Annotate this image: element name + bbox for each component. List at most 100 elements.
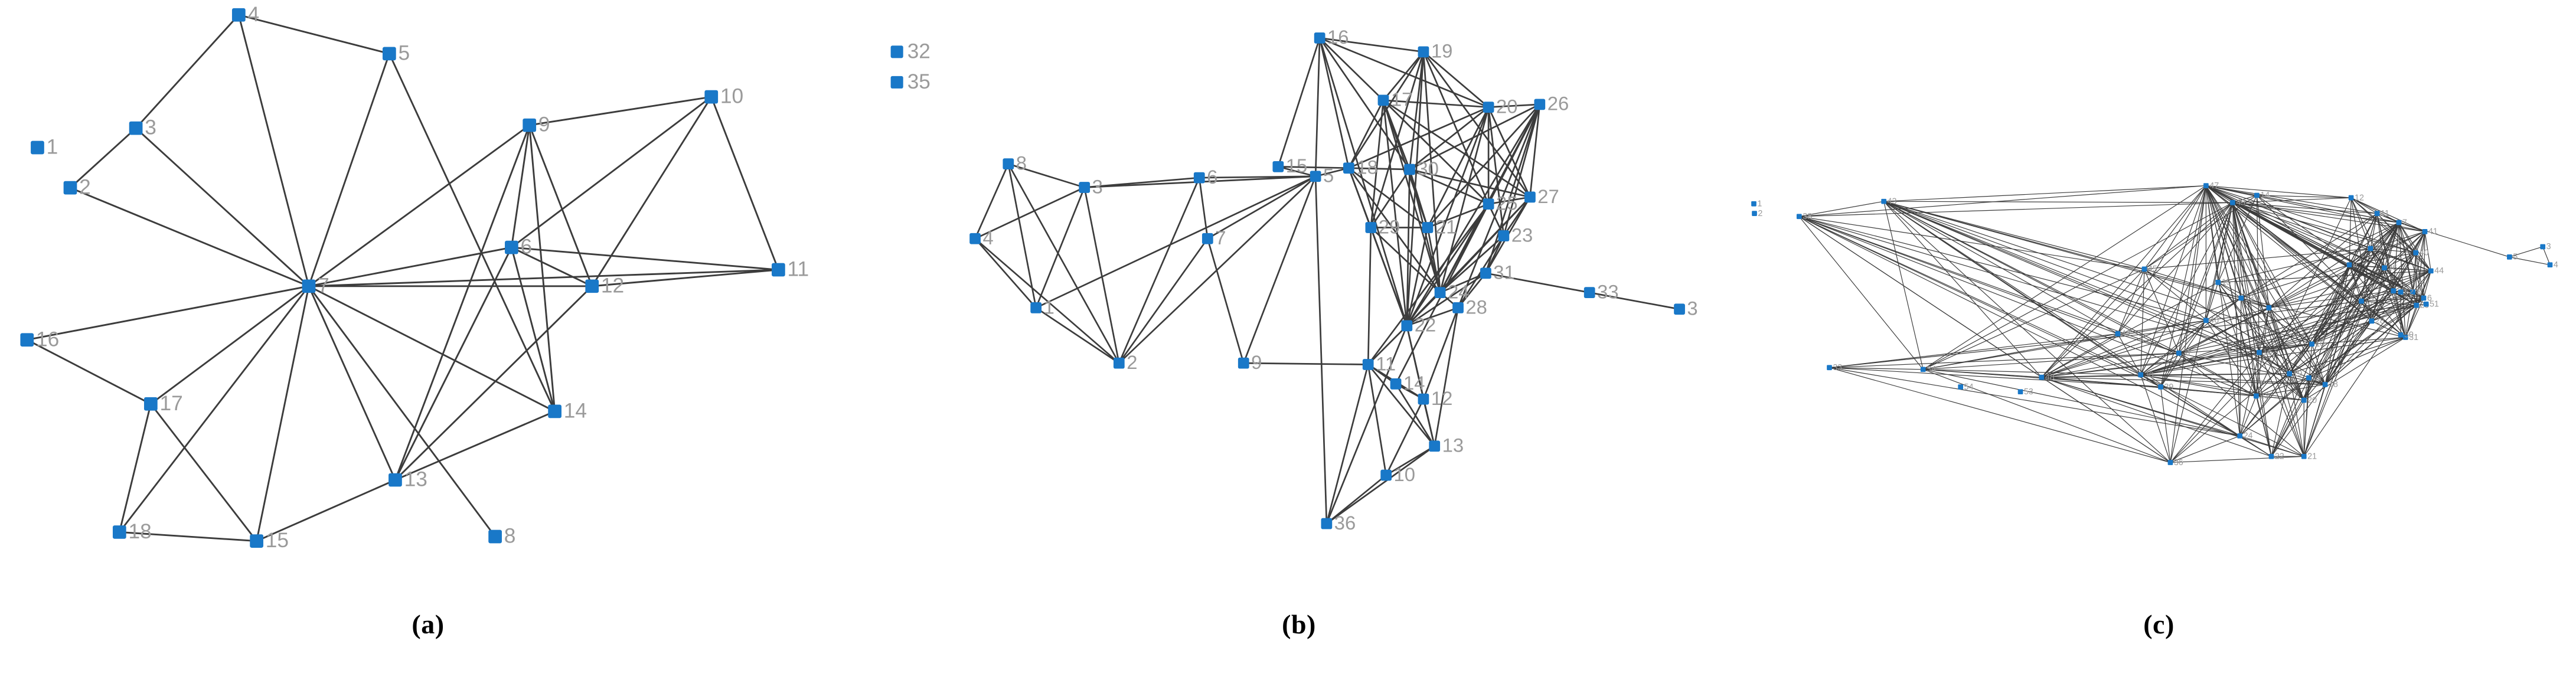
graph-node[interactable]: 36: [1321, 512, 1356, 534]
graph-node[interactable]: 4: [231, 3, 259, 26]
graph-node[interactable]: 9: [2346, 260, 2358, 270]
graph-node[interactable]: 31: [1480, 261, 1515, 283]
graph-node[interactable]: 9: [523, 113, 550, 136]
graph-node[interactable]: 23: [2253, 391, 2269, 401]
graph-node[interactable]: 26: [1534, 93, 1569, 115]
graph-node[interactable]: 20: [1483, 95, 1518, 117]
graph-node[interactable]: 6: [505, 236, 532, 259]
graph-node[interactable]: 53: [2017, 387, 2033, 397]
graph-node[interactable]: 26: [2382, 263, 2397, 273]
graph-node[interactable]: 16: [20, 328, 59, 351]
graph-node[interactable]: 16: [1314, 26, 1349, 48]
graph-node[interactable]: 22: [1401, 314, 1436, 336]
graph-node[interactable]: 12: [2348, 193, 2364, 202]
graph-node[interactable]: 4: [969, 227, 994, 249]
graph-node[interactable]: 30: [1404, 158, 1439, 179]
graph-node[interactable]: 31: [2402, 333, 2418, 342]
graph-node[interactable]: 11: [1362, 352, 1396, 374]
graph-node[interactable]: 5: [382, 42, 410, 65]
graph-node[interactable]: 35: [2368, 244, 2384, 253]
graph-node[interactable]: 52: [2398, 287, 2414, 297]
graph-node[interactable]: 19: [2287, 369, 2303, 378]
graph-node[interactable]: 32: [2306, 373, 2322, 383]
graph-node[interactable]: 24: [1434, 280, 1470, 302]
graph-node[interactable]: 3: [129, 116, 156, 139]
graph-node[interactable]: 8: [488, 525, 515, 548]
graph-node[interactable]: 7: [302, 274, 329, 297]
graph-node[interactable]: 14: [548, 400, 587, 423]
graph-node[interactable]: 50: [2398, 331, 2414, 340]
graph-node[interactable]: 3: [1674, 298, 1698, 319]
graph-node[interactable]: 48: [2039, 372, 2055, 382]
graph-node[interactable]: 22: [2268, 452, 2284, 462]
graph-node[interactable]: 21: [1422, 215, 1457, 237]
graph-node[interactable]: 33: [1584, 280, 1619, 302]
graph-node[interactable]: 19: [1418, 40, 1453, 62]
graph-node[interactable]: 14: [2254, 191, 2270, 200]
graph-node[interactable]: 47: [2203, 181, 2219, 191]
graph-node[interactable]: 21: [2301, 452, 2317, 462]
graph-node[interactable]: 42: [2115, 329, 2131, 339]
graph-node[interactable]: 10: [704, 85, 743, 108]
graph-node[interactable]: 13: [1429, 434, 1464, 456]
graph-node[interactable]: 40: [2413, 248, 2429, 257]
graph-node[interactable]: 34: [1920, 365, 1936, 374]
graph-node[interactable]: 7: [2396, 218, 2407, 227]
graph-node[interactable]: 33: [1827, 363, 1842, 372]
graph-node[interactable]: 13: [2238, 293, 2254, 303]
graph-node[interactable]: 39: [2158, 383, 2173, 392]
graph-node[interactable]: 1: [1751, 200, 1762, 209]
graph-node[interactable]: 5: [1310, 165, 1334, 187]
graph-node[interactable]: 29: [1365, 215, 1400, 237]
graph-node[interactable]: 28: [1452, 296, 1487, 318]
graph-node[interactable]: 18: [112, 520, 152, 543]
graph-node[interactable]: 36: [2167, 458, 2183, 468]
graph-node[interactable]: 18: [1343, 156, 1378, 178]
graph-node[interactable]: 41: [2422, 227, 2438, 237]
graph-node[interactable]: 2: [1113, 351, 1138, 373]
graph-node[interactable]: 10: [2309, 339, 2324, 349]
graph-node[interactable]: 6: [1193, 166, 1218, 188]
graph-node[interactable]: 2: [1752, 209, 1762, 218]
graph-node[interactable]: 12: [1418, 387, 1453, 409]
graph-node[interactable]: 25: [1483, 192, 1518, 214]
graph-node[interactable]: 17: [2266, 303, 2282, 313]
graph-node[interactable]: 38: [1796, 212, 1812, 221]
graph-node[interactable]: 18: [2322, 380, 2338, 390]
graph-node[interactable]: 11: [772, 258, 809, 281]
graph-node[interactable]: 49: [2230, 198, 2245, 208]
graph-node[interactable]: 6: [2421, 293, 2432, 303]
graph-node[interactable]: 46: [2203, 316, 2219, 325]
graph-node[interactable]: 15: [1272, 155, 1307, 176]
graph-node[interactable]: 43: [1881, 197, 1896, 206]
graph-node[interactable]: 15: [2215, 278, 2231, 287]
graph-node[interactable]: 28: [2369, 316, 2385, 326]
graph-node[interactable]: 5: [2507, 253, 2518, 262]
graph-node[interactable]: 7: [1202, 227, 1226, 249]
graph-node[interactable]: 45: [2141, 264, 2157, 274]
graph-node[interactable]: 24: [2237, 432, 2253, 441]
graph-node[interactable]: 54: [1958, 383, 1974, 392]
graph-node[interactable]: 1: [1030, 296, 1054, 318]
graph-node[interactable]: 4: [2547, 260, 2558, 270]
graph-node[interactable]: 23: [1498, 224, 1533, 246]
graph-node[interactable]: 3: [1079, 175, 1103, 197]
graph-node[interactable]: 30: [2138, 370, 2154, 380]
graph-node[interactable]: 10: [1380, 463, 1415, 485]
graph-node[interactable]: 2: [63, 176, 91, 199]
graph-node[interactable]: 3: [2540, 242, 2551, 251]
graph-node[interactable]: 27: [1524, 185, 1559, 207]
graph-node[interactable]: 12: [585, 274, 624, 297]
graph-node[interactable]: 11: [2374, 209, 2389, 218]
graph-node[interactable]: 37: [2176, 348, 2192, 358]
graph-node[interactable]: 13: [388, 468, 427, 491]
graph-node[interactable]: 17: [143, 392, 183, 415]
graph-node[interactable]: 44: [2428, 266, 2444, 276]
graph-node[interactable]: 14: [1390, 372, 1425, 394]
graph-node[interactable]: 16: [2257, 348, 2272, 357]
graph-node[interactable]: 8: [2410, 287, 2421, 297]
graph-node[interactable]: 51: [2423, 300, 2439, 309]
graph-node[interactable]: 8: [1003, 152, 1027, 174]
graph-node[interactable]: 20: [2301, 395, 2317, 405]
graph-node[interactable]: 27: [2359, 296, 2374, 306]
